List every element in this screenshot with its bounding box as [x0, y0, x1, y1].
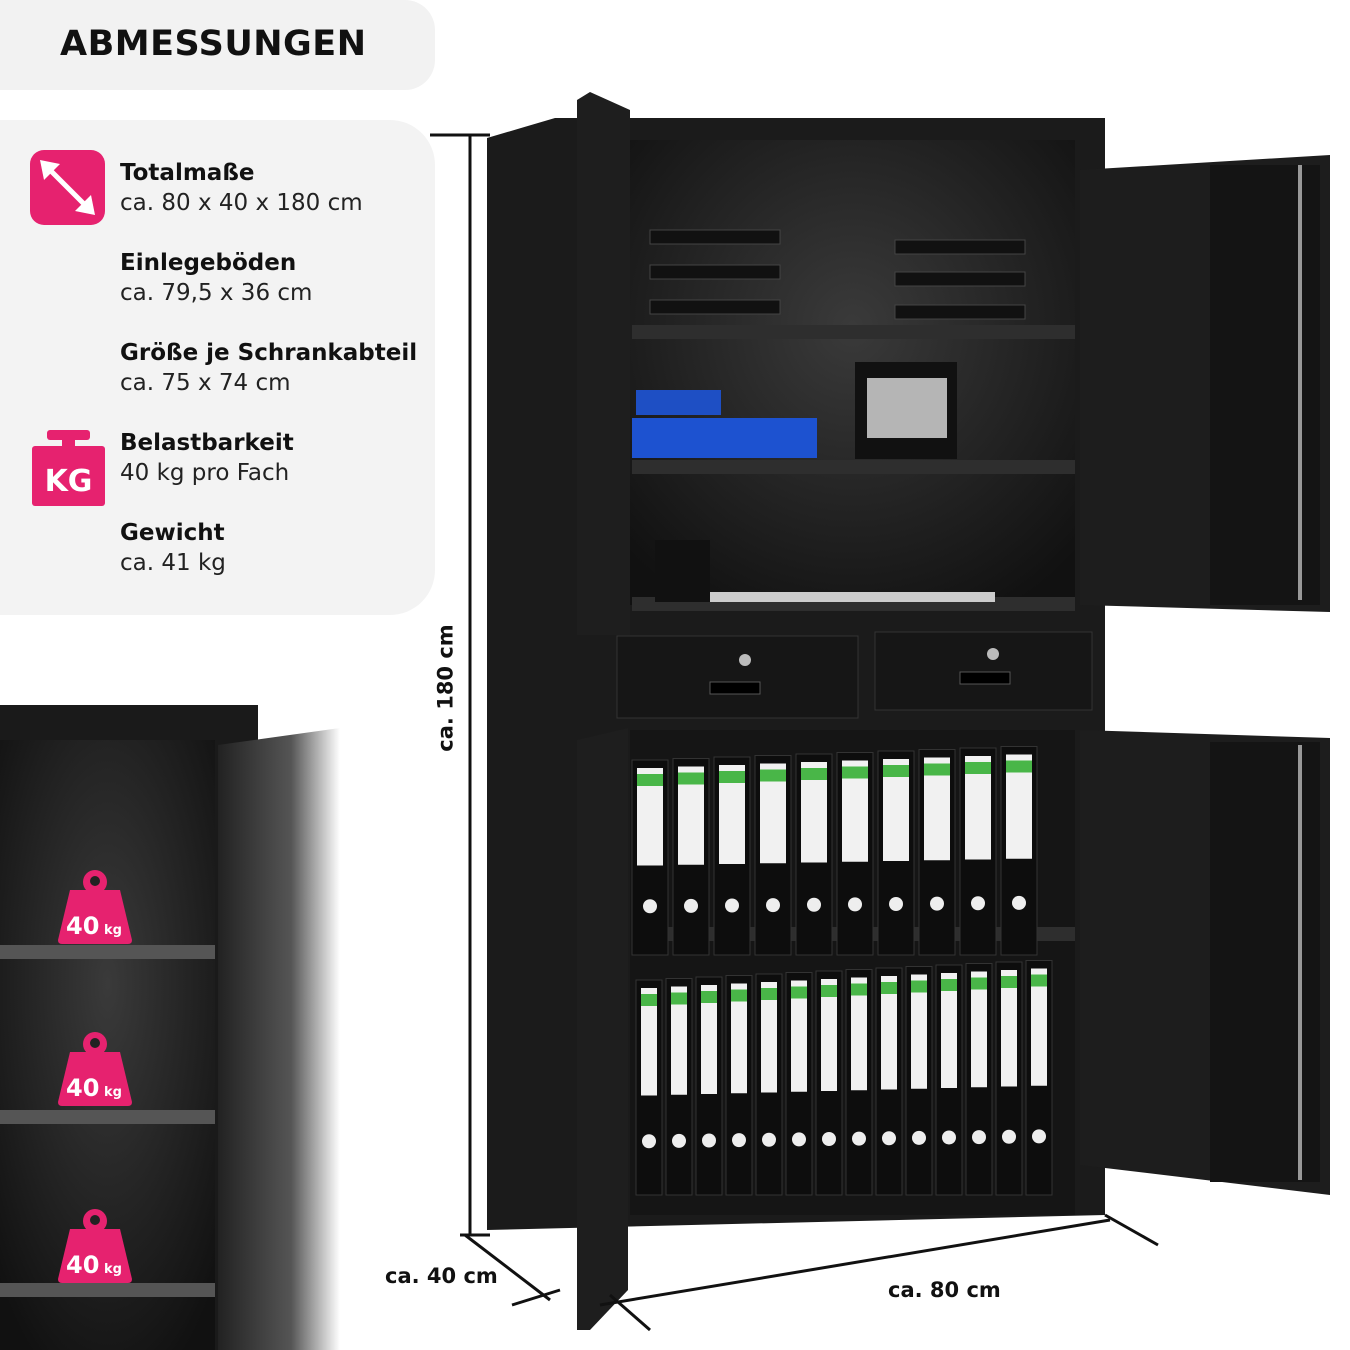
binder — [905, 966, 933, 1196]
badge-number: 40 — [66, 1251, 99, 1279]
binder-row-top — [631, 746, 1038, 956]
kg-icon-text: KG — [45, 464, 93, 499]
binder — [725, 975, 753, 1196]
binder-row-bottom — [635, 960, 1053, 1196]
binder — [877, 750, 915, 956]
binder — [695, 976, 723, 1196]
weight-badge: 40 kg — [56, 1207, 134, 1283]
badge-unit: kg — [104, 1085, 122, 1100]
left-lower-door — [577, 728, 628, 1330]
detail-cabinet — [0, 705, 340, 1350]
binder — [754, 755, 792, 956]
binder — [713, 756, 751, 956]
spec-title: Einlegeböden — [120, 250, 297, 276]
binder — [918, 749, 956, 956]
binder — [1000, 746, 1038, 956]
page-title: ABMESSUNGEN — [60, 24, 367, 64]
binder — [959, 747, 997, 956]
binder — [755, 973, 783, 1196]
binder — [795, 753, 833, 956]
spec-title: Größe je Schrankabteil — [120, 340, 418, 366]
binder — [665, 978, 693, 1196]
binder — [836, 752, 874, 956]
spec-title: Belastbarkeit — [120, 430, 294, 456]
width-label: ca. 80 cm — [888, 1278, 1001, 1302]
spec-item: Größe je Schrankabteil ca. 75 x 74 cm — [120, 338, 417, 398]
binder — [875, 967, 903, 1196]
spec-title: Totalmaße — [120, 160, 255, 186]
binder — [635, 979, 663, 1196]
binder — [965, 963, 993, 1196]
weight-badge: 40 kg — [56, 1030, 134, 1106]
badge-number: 40 — [66, 912, 99, 940]
main-cabinet — [487, 92, 1330, 1330]
dimension-lines — [430, 133, 1159, 1332]
binder — [672, 758, 710, 956]
binder — [995, 961, 1023, 1196]
binder — [935, 964, 963, 1196]
title-banner: ABMESSUNGEN — [0, 0, 435, 90]
spec-value: 40 kg pro Fach — [120, 460, 290, 486]
spec-value: ca. 75 x 74 cm — [120, 370, 291, 396]
binder — [785, 972, 813, 1196]
spec-item: Gewicht ca. 41 kg — [120, 518, 226, 578]
spec-value: ca. 41 kg — [120, 550, 226, 576]
height-label: ca. 180 cm — [433, 624, 458, 752]
spec-title: Gewicht — [120, 520, 225, 546]
weight-badge: 40 kg — [56, 868, 134, 944]
spec-item: Totalmaße ca. 80 x 40 x 180 cm — [120, 158, 363, 218]
spec-item: Belastbarkeit 40 kg pro Fach — [120, 428, 294, 488]
spec-item: Einlegeböden ca. 79,5 x 36 cm — [120, 248, 312, 308]
badge-number: 40 — [66, 1074, 99, 1102]
spec-value: ca. 80 x 40 x 180 cm — [120, 190, 363, 216]
depth-label: ca. 40 cm — [385, 1264, 498, 1288]
badge-unit: kg — [104, 923, 122, 938]
left-upper-door — [577, 92, 630, 635]
spec-value: ca. 79,5 x 36 cm — [120, 280, 313, 306]
binder — [1025, 960, 1053, 1196]
binder — [631, 759, 669, 956]
binder — [815, 970, 843, 1196]
binder — [845, 969, 873, 1196]
diagonal-arrow-icon — [30, 150, 105, 225]
kg-weight-icon: KG — [32, 430, 105, 506]
badge-unit: kg — [104, 1262, 122, 1277]
